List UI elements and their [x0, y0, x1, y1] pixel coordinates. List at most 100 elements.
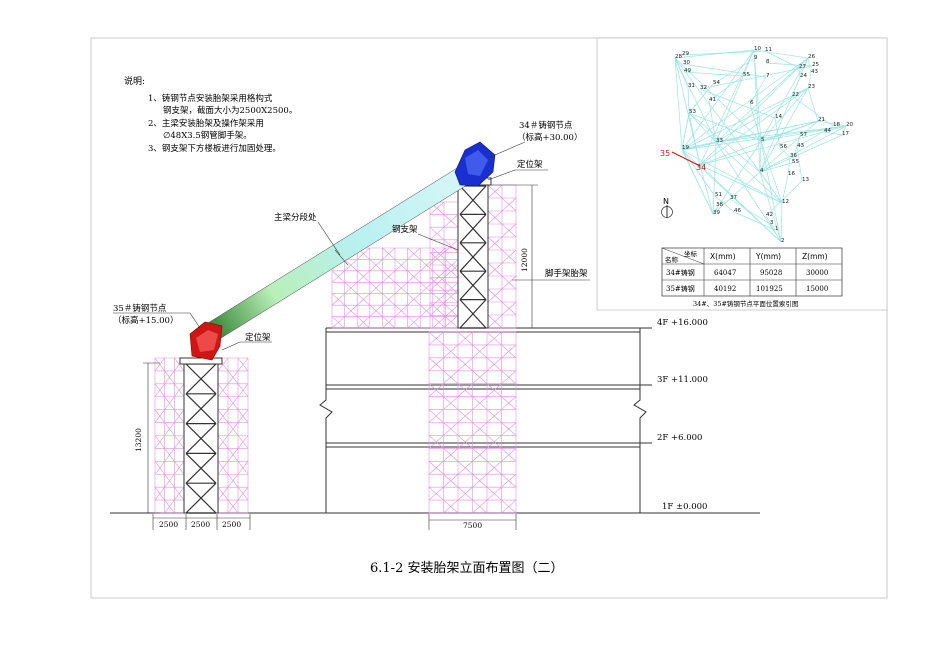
note-line-3: 2、主梁安装胎架及操作架采用 [148, 118, 264, 129]
plan-point-label: 5 [761, 137, 765, 143]
plan-point-label: 4 [760, 168, 764, 174]
plan-point-label: 1 [775, 226, 779, 232]
plan-point-label: 18 [833, 122, 840, 128]
plan-point-label: 33 [716, 138, 723, 144]
cast-steel-node-34 [454, 141, 496, 187]
plan-point-label: 44 [824, 128, 831, 134]
plan-point-label: 2 [781, 238, 785, 244]
plan-point-label: 36 [790, 153, 797, 159]
plan-point-label: 57 [800, 132, 807, 138]
table-row1-z: 30000 [806, 269, 828, 277]
locating-frame-left-label: 定位架 [245, 332, 271, 343]
table-header-z: Z(mm) [802, 252, 828, 261]
node35-elevation: （标高+15.00） [113, 315, 178, 326]
table-row1-name: 34#铸钢 [666, 268, 695, 277]
table-row1-x: 64047 [714, 269, 736, 277]
floor-label-1f: 1F ±0.000 [662, 502, 707, 512]
plan-point-label: 42 [766, 212, 773, 218]
plan-point-label: 25 [812, 62, 819, 68]
plan-point-label: 20 [846, 122, 853, 128]
plan-point-label: 22 [792, 92, 799, 98]
plan-label-35: 35 [660, 149, 670, 158]
plan-point-label: 17 [842, 131, 849, 137]
table-row2-x: 40192 [714, 285, 736, 293]
north-label: N [663, 197, 669, 206]
table-corner-top: 坐标 [684, 249, 698, 258]
table-row1-y: 95028 [760, 269, 782, 277]
plan-point-label: 3 [770, 220, 774, 226]
plan-point-label: 56 [780, 144, 787, 150]
floor-label-3f: 3F +11.000 [657, 375, 708, 385]
plan-point-label: 53 [689, 109, 696, 115]
dim-height-left: 13200 [134, 428, 143, 452]
plan-point-label: 55 [792, 159, 799, 165]
node34-title: 34＃铸钢节点 [519, 120, 573, 131]
plan-point-label: 26 [808, 54, 815, 60]
table-row2-z: 15000 [806, 285, 828, 293]
node34-elevation: （标高+30.00） [517, 132, 582, 143]
plan-point-label: 10 [754, 46, 761, 52]
notes-heading: 说明: [124, 75, 145, 87]
callouts: 34＃铸钢节点 （标高+30.00） 定位架 主梁分段处 钢支架 脚手架胎架 3… [113, 120, 590, 351]
steel-support-left [179, 357, 223, 514]
plan-point-label: 43 [797, 143, 804, 149]
floor-labels: 4F +16.000 3F +11.000 2F +6.000 1F ±0.00… [657, 318, 708, 512]
notes-block: 说明: 1、铸钢节点安装胎架采用格构式 钢支架，截面大小为2500X2500。 … [124, 75, 297, 154]
plan-point-label: 38 [716, 202, 723, 208]
plan-point-label: 46 [734, 208, 741, 214]
plan-point-label: 32 [700, 85, 707, 91]
plan-point-label: 13 [802, 177, 809, 183]
note-line-5: 3、钢支架下方楼板进行加固处理。 [148, 143, 281, 154]
steel-support-right [454, 177, 492, 329]
table-row2-y: 101925 [756, 285, 783, 293]
plan-point-label: 31 [688, 83, 695, 89]
dim-bottom-right: 7500 [463, 521, 482, 530]
dim-bottom-left-3: 2500 [222, 520, 241, 529]
sheet-border [90, 37, 888, 599]
plan-point-label: 55 [743, 72, 750, 78]
plan-point-label: 16 [788, 171, 795, 177]
locating-frame-top-label: 定位架 [517, 159, 543, 170]
dim-bottom-left-1: 2500 [159, 520, 178, 529]
dim-height-right: 12000 [520, 248, 529, 272]
note-line-1: 1、铸钢节点安装胎架采用格构式 [148, 93, 273, 104]
plan-point-label: 24 [800, 73, 807, 79]
coordinate-table: 坐标 名称 X(mm) Y(mm) Z(mm) 34#铸钢 64047 9502… [661, 247, 843, 297]
plan-point-label: 49 [684, 68, 691, 74]
plan-point-label: 43 [811, 69, 818, 75]
table-header-y: Y(mm) [755, 252, 781, 261]
drawing-title: 6.1-2 安装胎架立面布置图（二） [370, 561, 563, 576]
plan-point-label: 29 [682, 51, 689, 57]
plan-point-label: 7 [766, 73, 770, 79]
plan-point-label: 12 [782, 199, 789, 205]
plan-point-label: 19 [682, 145, 689, 151]
dimensions: 13200 12000 2500 2500 2500 7500 [134, 184, 538, 530]
plan-point-label: 11 [765, 47, 772, 53]
plan-point-label: 28 [675, 54, 682, 60]
scaffold-frame-label: 脚手架胎架 [545, 268, 588, 279]
plan-point-label: 21 [818, 117, 825, 123]
plan-point-label: 51 [715, 192, 722, 198]
plan-caption: 34#、35#铸钢节点平面位置索引图 [693, 299, 798, 308]
plan-point-label: 9 [754, 55, 758, 61]
table-row2-name: 35#铸钢 [666, 284, 695, 293]
plan-point-label: 54 [713, 80, 720, 86]
plan-point-label: 30 [683, 60, 690, 66]
floor-label-4f: 4F +16.000 [657, 318, 708, 328]
plan-label-34: 34 [696, 163, 706, 172]
node35-title: 35＃铸钢节点 [113, 303, 167, 314]
table-corner-bottom: 名称 [665, 255, 679, 264]
steel-support-label: 钢支架 [392, 224, 418, 235]
note-line-4: ∅48X3.5钢管脚手架。 [163, 130, 252, 141]
plan-point-label: 37 [730, 195, 737, 201]
plan-point-label: 14 [775, 114, 782, 120]
floor-label-2f: 2F +6.000 [657, 433, 702, 443]
plan-point-label: 27 [799, 64, 806, 70]
building-outline [110, 327, 760, 514]
scaffolding [154, 184, 517, 514]
note-line-2: 钢支架，截面大小为2500X2500。 [163, 105, 297, 116]
table-header-x: X(mm) [710, 252, 736, 261]
cast-steel-node-35 [189, 321, 223, 361]
